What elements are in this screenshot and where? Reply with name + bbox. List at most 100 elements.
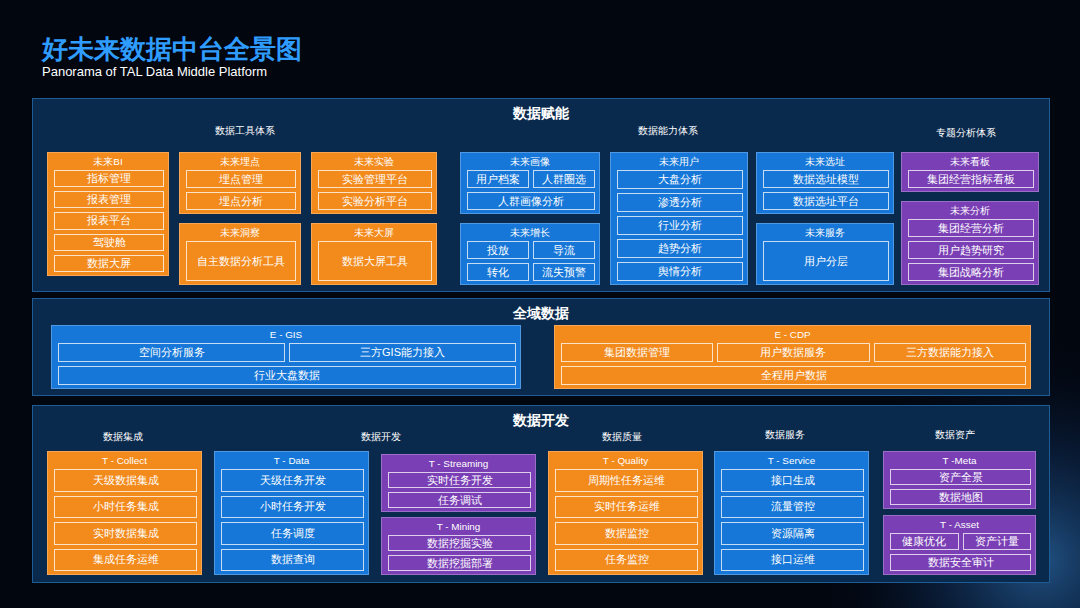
item-label: 用户数据服务 xyxy=(760,346,826,359)
group-box: T - Data天级任务开发小时任务开发任务调度数据查询 xyxy=(214,451,369,575)
item-box: 埋点管理 xyxy=(186,170,296,188)
item-box: 数据挖掘实验 xyxy=(388,535,531,551)
group-title: 未来用户 xyxy=(611,154,747,169)
item-label: 实验分析平台 xyxy=(342,195,408,208)
item-box: 人群圈选 xyxy=(533,170,595,188)
item-box: 全程用户数据 xyxy=(561,366,1026,385)
item-label: 数据大屏 xyxy=(87,257,131,270)
item-box: 报表平台 xyxy=(54,212,164,229)
group-box: 未来大屏数据大屏工具 xyxy=(311,223,437,285)
section-label: 专题分析体系 xyxy=(932,126,1000,140)
group-box: 未来洞察自主数据分析工具 xyxy=(179,223,301,285)
item-box: 数据监控 xyxy=(555,522,698,545)
item-box: 空间分析服务 xyxy=(58,343,285,362)
item-label: 集团经营分析 xyxy=(938,222,1004,235)
item-label: 接口运维 xyxy=(771,553,815,566)
item-box: 数据大屏 xyxy=(54,255,164,272)
item-box: 舆情分析 xyxy=(617,262,743,281)
item-box: 数据查询 xyxy=(221,549,364,572)
group-title: T - Collect xyxy=(48,453,201,468)
item-box: 实时数据集成 xyxy=(54,522,197,545)
item-box: 转化 xyxy=(467,263,529,281)
item-box: 行业大盘数据 xyxy=(58,366,516,385)
item-label: 数据挖掘部署 xyxy=(427,557,493,570)
subtitle: Panorama of TAL Data Middle Platform xyxy=(42,65,267,79)
item-label: 流失预警 xyxy=(542,266,586,279)
group-box: 未来服务用户分层 xyxy=(756,223,894,285)
item-label: 集团战略分析 xyxy=(938,266,1004,279)
item-label: 数据安全审计 xyxy=(928,556,994,569)
group-title: T - Asset xyxy=(884,517,1035,532)
item-box: 实时任务运维 xyxy=(555,496,698,519)
group-box: 未来看板集团经营指标看板 xyxy=(901,152,1039,192)
item-box: 数据地图 xyxy=(890,489,1031,505)
item-label: 驾驶舱 xyxy=(93,236,126,249)
item-box: 小时任务开发 xyxy=(221,496,364,519)
group-title: 未来埋点 xyxy=(180,154,300,169)
item-box: 流失预警 xyxy=(533,263,595,281)
item-label: 投放 xyxy=(487,244,509,257)
item-box: 数据选址平台 xyxy=(763,192,889,210)
item-box: 任务监控 xyxy=(555,549,698,572)
group-box: E - CDP集团数据管理用户数据服务三方数据能力接入全程用户数据 xyxy=(554,325,1031,389)
item-label: 任务调试 xyxy=(438,494,482,507)
item-box: 人群画像分析 xyxy=(467,192,595,210)
group-box: T - Mining数据挖掘实验数据挖掘部署 xyxy=(381,517,536,575)
item-box: 用户数据服务 xyxy=(717,343,869,362)
item-box: 三方GIS能力接入 xyxy=(289,343,516,362)
item-label: 行业大盘数据 xyxy=(254,369,320,382)
item-label: 报表管理 xyxy=(87,193,131,206)
section-label: 数据工具体系 xyxy=(211,124,279,138)
section-label: 数据集成 xyxy=(99,430,147,444)
band-title: 数据开发 xyxy=(33,409,1049,431)
item-label: 渗透分析 xyxy=(658,196,702,209)
group-title: E - GIS xyxy=(52,327,520,342)
item-box: 行业分析 xyxy=(617,216,743,235)
item-box: 集团经营分析 xyxy=(908,219,1034,237)
item-label: 数据地图 xyxy=(939,491,983,504)
item-box: 实验管理平台 xyxy=(318,170,432,188)
item-label: 埋点管理 xyxy=(219,173,263,186)
item-label: 转化 xyxy=(487,266,509,279)
item-label: 任务监控 xyxy=(605,553,649,566)
item-label: 实时任务运维 xyxy=(594,500,660,513)
item-label: 报表平台 xyxy=(87,214,131,227)
item-label: 任务调度 xyxy=(271,527,315,540)
section-label: 数据质量 xyxy=(598,430,646,444)
group-box: 未来实验实验管理平台实验分析平台 xyxy=(311,152,437,214)
group-title: T - Data xyxy=(215,453,368,468)
group-title: T - Mining xyxy=(382,519,535,534)
item-label: 用户趋势研究 xyxy=(938,244,1004,257)
item-box: 埋点分析 xyxy=(186,192,296,210)
item-label: 流量管控 xyxy=(771,500,815,513)
group-box: T - Streaming实时任务开发任务调试 xyxy=(381,454,536,512)
item-box: 数据安全审计 xyxy=(890,554,1031,571)
item-label: 趋势分析 xyxy=(658,242,702,255)
group-title: T - Streaming xyxy=(382,456,535,471)
section-label: 数据资产 xyxy=(931,428,979,442)
item-label: 三方数据能力接入 xyxy=(906,346,994,359)
section-label: 数据能力体系 xyxy=(634,124,702,138)
item-box: 资产全景 xyxy=(890,469,1031,485)
item-label: 资产计量 xyxy=(975,535,1019,548)
item-box: 周期性任务运维 xyxy=(555,469,698,492)
item-box: 投放 xyxy=(467,241,529,259)
item-label: 数据大屏工具 xyxy=(342,255,408,268)
group-box: E - GIS空间分析服务三方GIS能力接入行业大盘数据 xyxy=(51,325,521,389)
item-box: 资源隔离 xyxy=(721,522,864,545)
group-box: 未来增长投放导流转化流失预警 xyxy=(460,223,600,285)
item-box: 天级任务开发 xyxy=(221,469,364,492)
group-title: 未来服务 xyxy=(757,225,893,240)
item-label: 小时任务开发 xyxy=(260,500,326,513)
group-box: T - Asset健康优化资产计量数据安全审计 xyxy=(883,515,1036,575)
group-box: 未来用户大盘分析渗透分析行业分析趋势分析舆情分析 xyxy=(610,152,748,285)
item-box: 用户趋势研究 xyxy=(908,241,1034,259)
group-box: 未来画像用户档案人群圈选人群画像分析 xyxy=(460,152,600,214)
item-box: 驾驶舱 xyxy=(54,234,164,251)
group-box: T - Collect天级数据集成小时任务集成实时数据集成集成任务运维 xyxy=(47,451,202,575)
item-label: 人群圈选 xyxy=(542,173,586,186)
item-box: 三方数据能力接入 xyxy=(874,343,1026,362)
item-label: 行业分析 xyxy=(658,219,702,232)
item-label: 数据监控 xyxy=(605,527,649,540)
page-title: 好未来数据中台全景图 xyxy=(42,33,302,65)
